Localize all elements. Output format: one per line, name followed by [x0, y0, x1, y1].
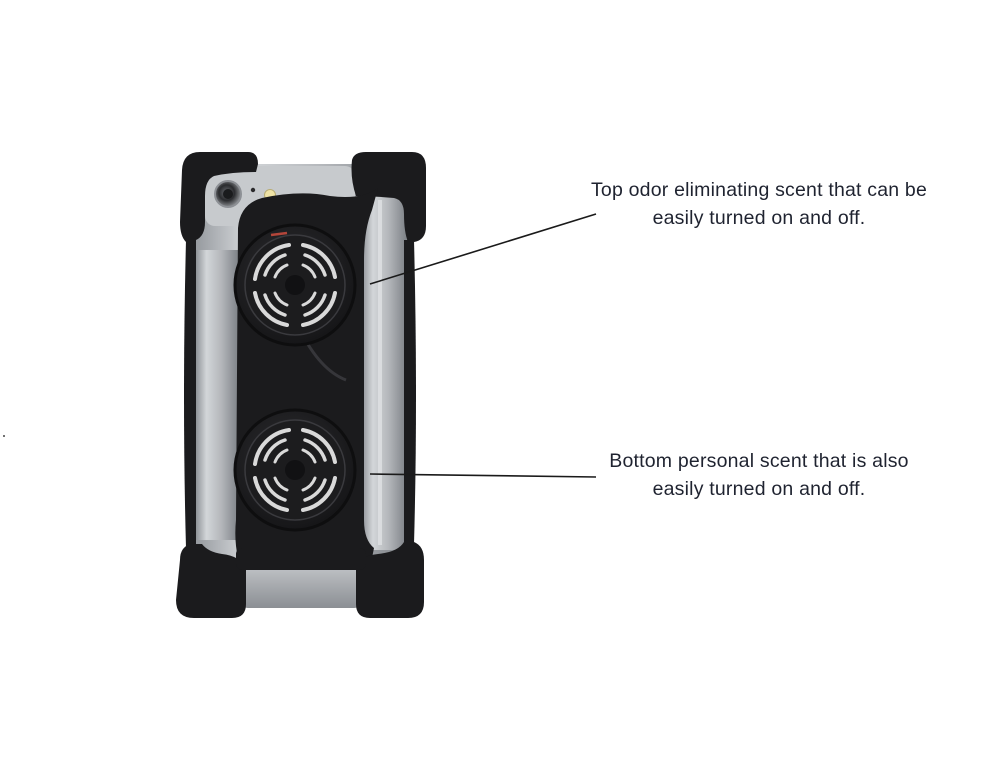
case-bottom-left-corner	[176, 544, 246, 618]
phone-right-rail	[362, 195, 406, 550]
bottom-callout-leader-line	[369, 473, 597, 478]
top-callout-line-2: easily turned on and off.	[652, 207, 866, 229]
microphone-dot	[250, 187, 256, 193]
top-scent-disk	[233, 223, 357, 347]
bottom-scent-grille-icon	[253, 428, 337, 512]
case-left-edge	[184, 240, 196, 548]
case-right-edge	[404, 240, 416, 544]
case-bottom-right-corner	[356, 542, 424, 618]
bottom-scent-hub	[285, 460, 305, 480]
camera-lens-core	[223, 189, 233, 199]
bottom-scent-disk	[233, 408, 357, 532]
phone-bottom-band	[242, 560, 360, 608]
bottom-scent-callout: Bottom personal scent that is also easil…	[576, 447, 942, 503]
top-callout-leader-line	[369, 213, 597, 285]
top-scent-grille-icon	[253, 243, 337, 327]
case-bottom-bar	[236, 548, 366, 570]
case-top-right-corner	[351, 152, 426, 242]
phone-left-rail	[196, 250, 238, 540]
top-callout-line-1: Top odor eliminating scent that can be	[590, 179, 928, 201]
top-scent-red-mark	[270, 231, 288, 237]
stray-dot	[3, 435, 5, 437]
bottom-callout-line-2: easily turned on and off.	[652, 478, 866, 500]
top-scent-callout: Top odor eliminating scent that can be e…	[560, 176, 958, 232]
camera-cluster	[214, 180, 276, 208]
bottom-callout-line-1: Bottom personal scent that is also	[609, 450, 909, 472]
case-top-left-corner	[180, 152, 258, 242]
top-scent-hub	[285, 275, 305, 295]
